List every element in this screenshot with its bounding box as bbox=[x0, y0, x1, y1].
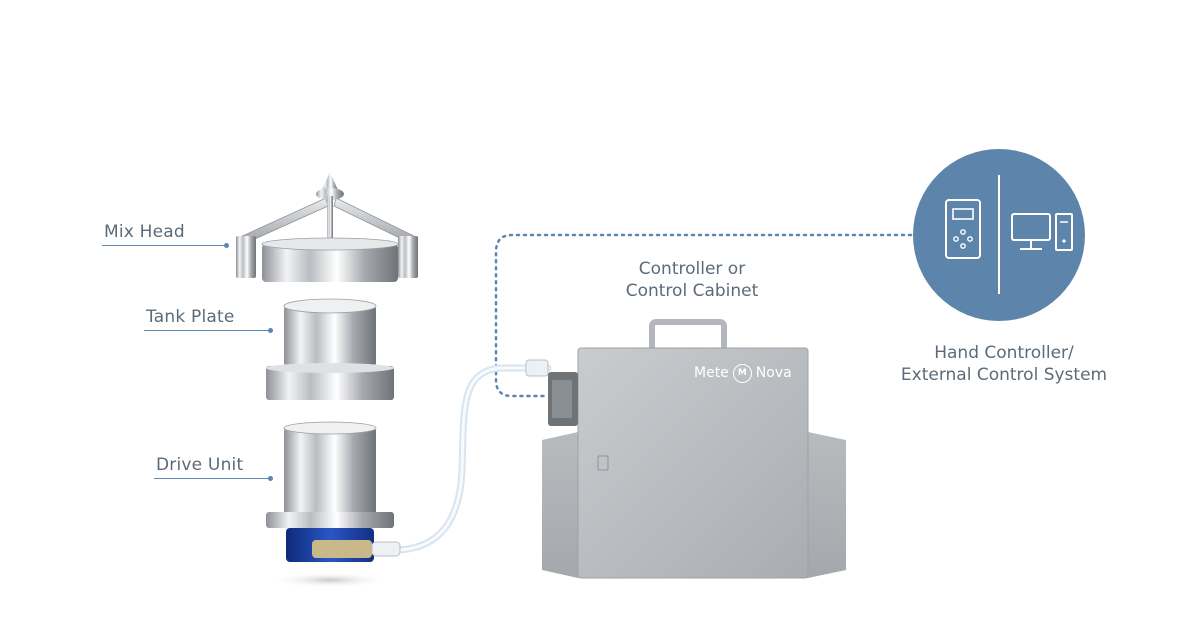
label-controller: Controller or Control Cabinet bbox=[602, 258, 782, 302]
label-line-tank-plate bbox=[144, 330, 270, 331]
signal-dotted-line bbox=[494, 233, 920, 398]
brand-logo: Mete M Nova bbox=[694, 362, 792, 384]
drive-unit bbox=[266, 421, 401, 588]
label-controller-line1: Controller or bbox=[638, 259, 746, 279]
label-dot-drive-unit bbox=[268, 476, 273, 481]
mix-head bbox=[236, 172, 419, 282]
label-dot-tank-plate bbox=[268, 328, 273, 333]
label-hand-controller: Hand Controller/ External Control System bbox=[884, 342, 1124, 386]
label-tank-plate: Tank Plate bbox=[146, 307, 235, 327]
label-hand-line1: Hand Controller/ bbox=[934, 343, 1074, 363]
hand-controller-circle bbox=[913, 149, 1085, 321]
label-mix-head: Mix Head bbox=[104, 222, 185, 242]
brand-text-right: Nova bbox=[755, 365, 792, 381]
label-controller-line2: Control Cabinet bbox=[625, 281, 759, 301]
brand-mark-icon: M bbox=[732, 363, 752, 383]
brand-text-left: Mete bbox=[694, 365, 729, 381]
label-line-mix-head bbox=[102, 245, 226, 246]
label-hand-line2: External Control System bbox=[900, 365, 1108, 385]
tank-plate bbox=[266, 298, 394, 400]
label-dot-mix-head bbox=[224, 243, 229, 248]
label-line-drive-unit bbox=[154, 478, 270, 479]
label-drive-unit: Drive Unit bbox=[156, 455, 244, 475]
control-cabinet bbox=[525, 319, 846, 579]
